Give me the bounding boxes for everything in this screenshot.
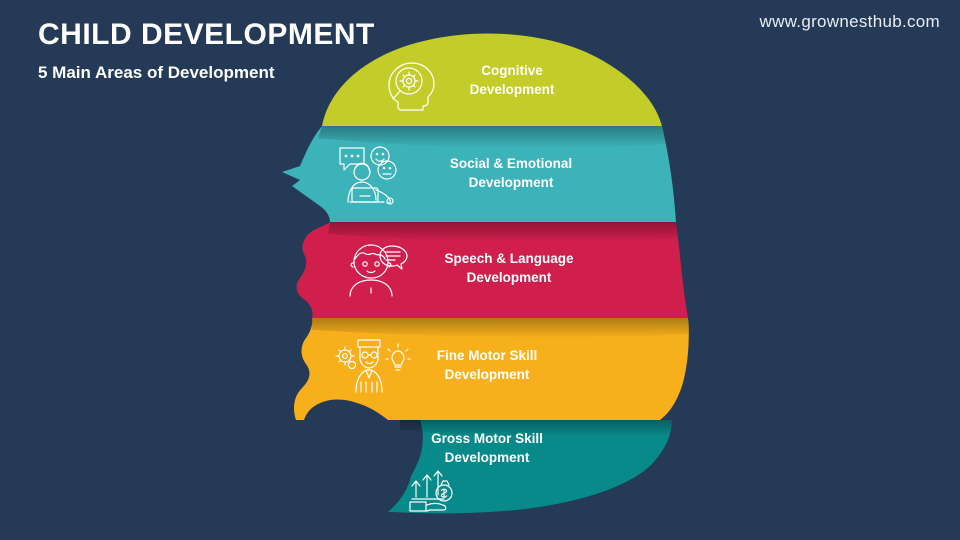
band-fine-motor-skill[interactable]: Fine Motor Skill Development: [294, 318, 689, 420]
band-3-top-shadow: [328, 222, 678, 242]
band-4-shape: [294, 318, 689, 420]
band-cognitive[interactable]: Cognitive Development: [322, 33, 662, 126]
band-4-label-line1: Fine Motor Skill: [437, 348, 538, 363]
child-speech-bubble-icon: [349, 244, 408, 297]
band-4-top-shadow: [312, 318, 688, 338]
person-speech-emoji-icon: [339, 146, 397, 205]
title-block: CHILD DEVELOPMENT 5 Main Areas of Develo…: [38, 18, 375, 83]
band-3-label-line2: Development: [467, 270, 552, 285]
site-url: www.grownesthub.com: [759, 12, 940, 31]
band-gross-motor-skill[interactable]: Gross Motor Skill Development: [388, 420, 672, 514]
band-speech-language[interactable]: Speech & Language Development: [296, 222, 688, 318]
band-5-label-line2: Development: [445, 450, 530, 465]
band-1-label-line2: Development: [470, 82, 555, 97]
band-2-shape: [282, 126, 676, 222]
band-5-top-shadow: [400, 420, 672, 437]
band-2-label-line2: Development: [469, 175, 554, 190]
band-5-notch: [388, 420, 423, 504]
band-2-top-shadow: [318, 126, 666, 148]
page-title: CHILD DEVELOPMENT: [38, 18, 375, 51]
band-3-label-line1: Speech & Language: [444, 251, 574, 266]
band-5-label-line1: Gross Motor Skill: [431, 431, 543, 446]
band-2-label-line1: Social & Emotional: [450, 156, 572, 171]
band-social-emotional[interactable]: Social & Emotional Development: [282, 126, 676, 222]
band-1-shape: [322, 33, 662, 126]
head-gear-magnifier-icon: [388, 62, 435, 111]
growth-arrows-moneybag-icon: [409, 470, 453, 512]
band-1-label-line1: Cognitive: [481, 63, 543, 78]
person-gear-lightbulb-icon: [335, 339, 411, 393]
page-subtitle: 5 Main Areas of Development: [38, 63, 275, 82]
band-5-shape: [388, 420, 672, 514]
band-4-label-line2: Development: [445, 367, 530, 382]
